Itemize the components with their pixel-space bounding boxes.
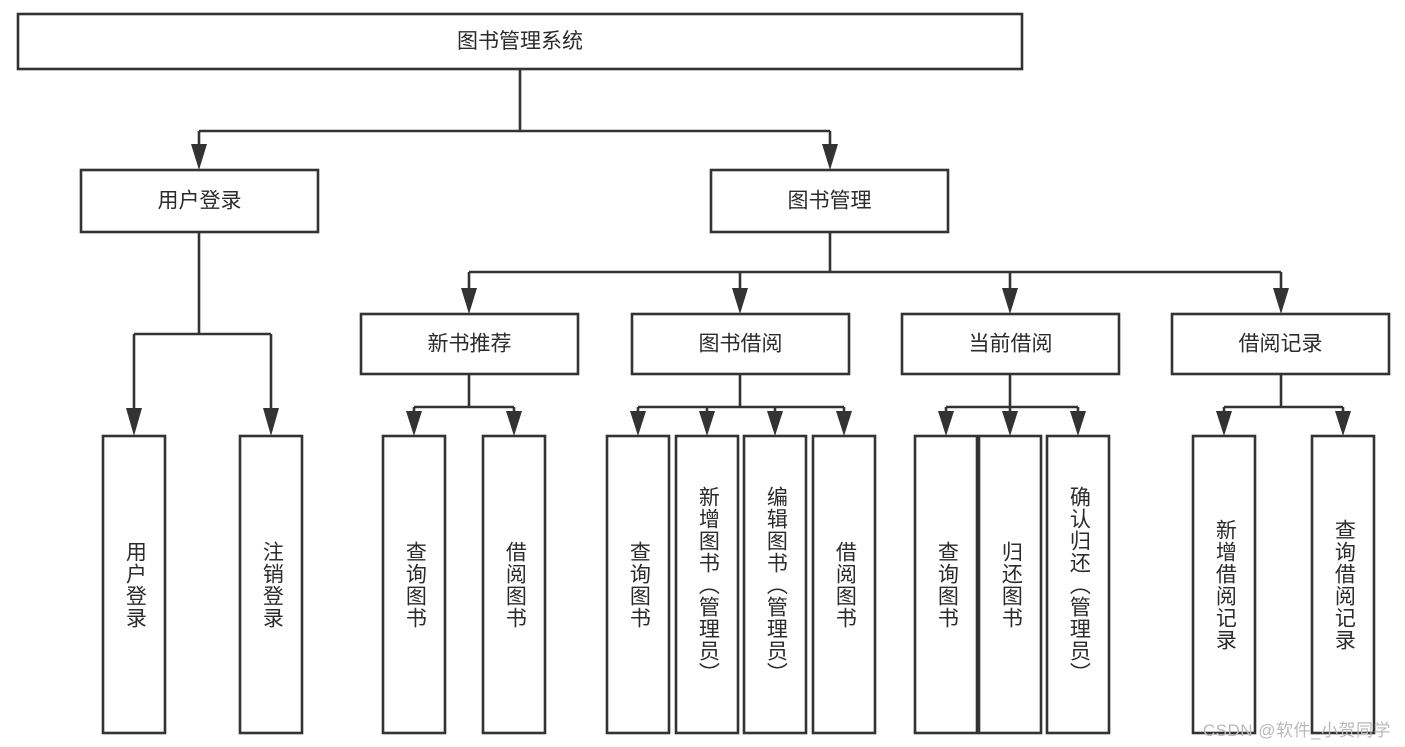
node-box-leaf-borrow-record-2[interactable] [1310,434,1376,735]
connectors-current-borrow-to-leaves [938,374,1086,436]
arrow-new-book-leaf-2 [506,411,522,436]
connectors-book-mgmt-to-level3 [461,232,1289,314]
node-box-leaf-new-book-2[interactable] [481,434,547,735]
node-box-leaf-book-borrow-4[interactable] [811,434,877,735]
connectors-book-borrow-to-leaves [630,374,852,436]
arrow-user-login-leaf-1 [126,408,142,436]
node-box-leaf-new-book-1[interactable] [381,434,447,735]
csdn-watermark: CSDN @软件_小贺同学 [1202,721,1391,740]
node-box-leaf-current-borrow-2[interactable] [977,434,1043,735]
node-box-leaf-book-borrow-3[interactable] [742,434,808,735]
arrow-book-mgmt-to-current-borrow [1002,288,1018,314]
node-box-leaf-current-borrow-3[interactable] [1045,434,1111,735]
node-box-current-borrow[interactable] [900,312,1121,376]
node-box-root[interactable] [16,12,1024,71]
connectors-borrow-record-to-leaves [1216,374,1351,436]
node-box-new-book-recommend[interactable] [359,312,580,376]
node-label-user-login: 用户登录 [158,190,242,213]
arrow-root-to-book-mgmt [822,144,838,170]
node-label-current-borrow: 当前借阅 [969,333,1053,356]
connectors-user-login-to-leaves [126,232,279,436]
connectors-new-book-to-leaves [406,374,522,436]
arrow-book-mgmt-to-new-book [461,288,477,314]
arrow-book-borrow-leaf-4 [836,411,852,436]
arrow-borrow-record-leaf-2 [1335,411,1351,436]
arrow-book-borrow-leaf-2 [699,411,715,436]
arrow-root-to-user-login [191,144,207,170]
node-box-user-login[interactable] [79,168,320,234]
arrow-user-login-leaf-2 [263,408,279,436]
arrow-book-mgmt-to-book-borrow [732,288,748,314]
node-box-leaf-book-borrow-1[interactable] [605,434,671,735]
node-box-leaf-book-borrow-2[interactable] [674,434,740,735]
node-box-leaf-borrow-record-1[interactable] [1191,434,1257,735]
node-label-book-management: 图书管理 [788,190,872,213]
arrow-current-borrow-leaf-3 [1070,411,1086,436]
node-box-book-management[interactable] [709,168,950,234]
arrow-current-borrow-leaf-1 [938,411,954,436]
arrow-book-mgmt-to-borrow-record [1273,288,1289,314]
arrow-borrow-record-leaf-1 [1216,411,1232,436]
node-label-root: 图书管理系统 [457,30,583,53]
connectors-root-to-level2 [191,69,838,170]
node-label-borrow-record: 借阅记录 [1239,333,1323,356]
node-box-leaf-user-login-1[interactable] [101,434,167,735]
node-label-book-borrow: 图书借阅 [699,333,783,356]
node-box-borrow-record[interactable] [1170,312,1391,376]
arrow-current-borrow-leaf-2 [1002,411,1018,436]
arrow-book-borrow-leaf-3 [767,411,783,436]
arrow-book-borrow-leaf-1 [630,411,646,436]
node-box-book-borrow[interactable] [630,312,851,376]
node-label-new-book-recommend: 新书推荐 [428,333,512,356]
node-box-leaf-user-login-2[interactable] [238,434,304,735]
arrow-new-book-leaf-1 [406,411,422,436]
node-box-leaf-current-borrow-1[interactable] [913,434,979,735]
